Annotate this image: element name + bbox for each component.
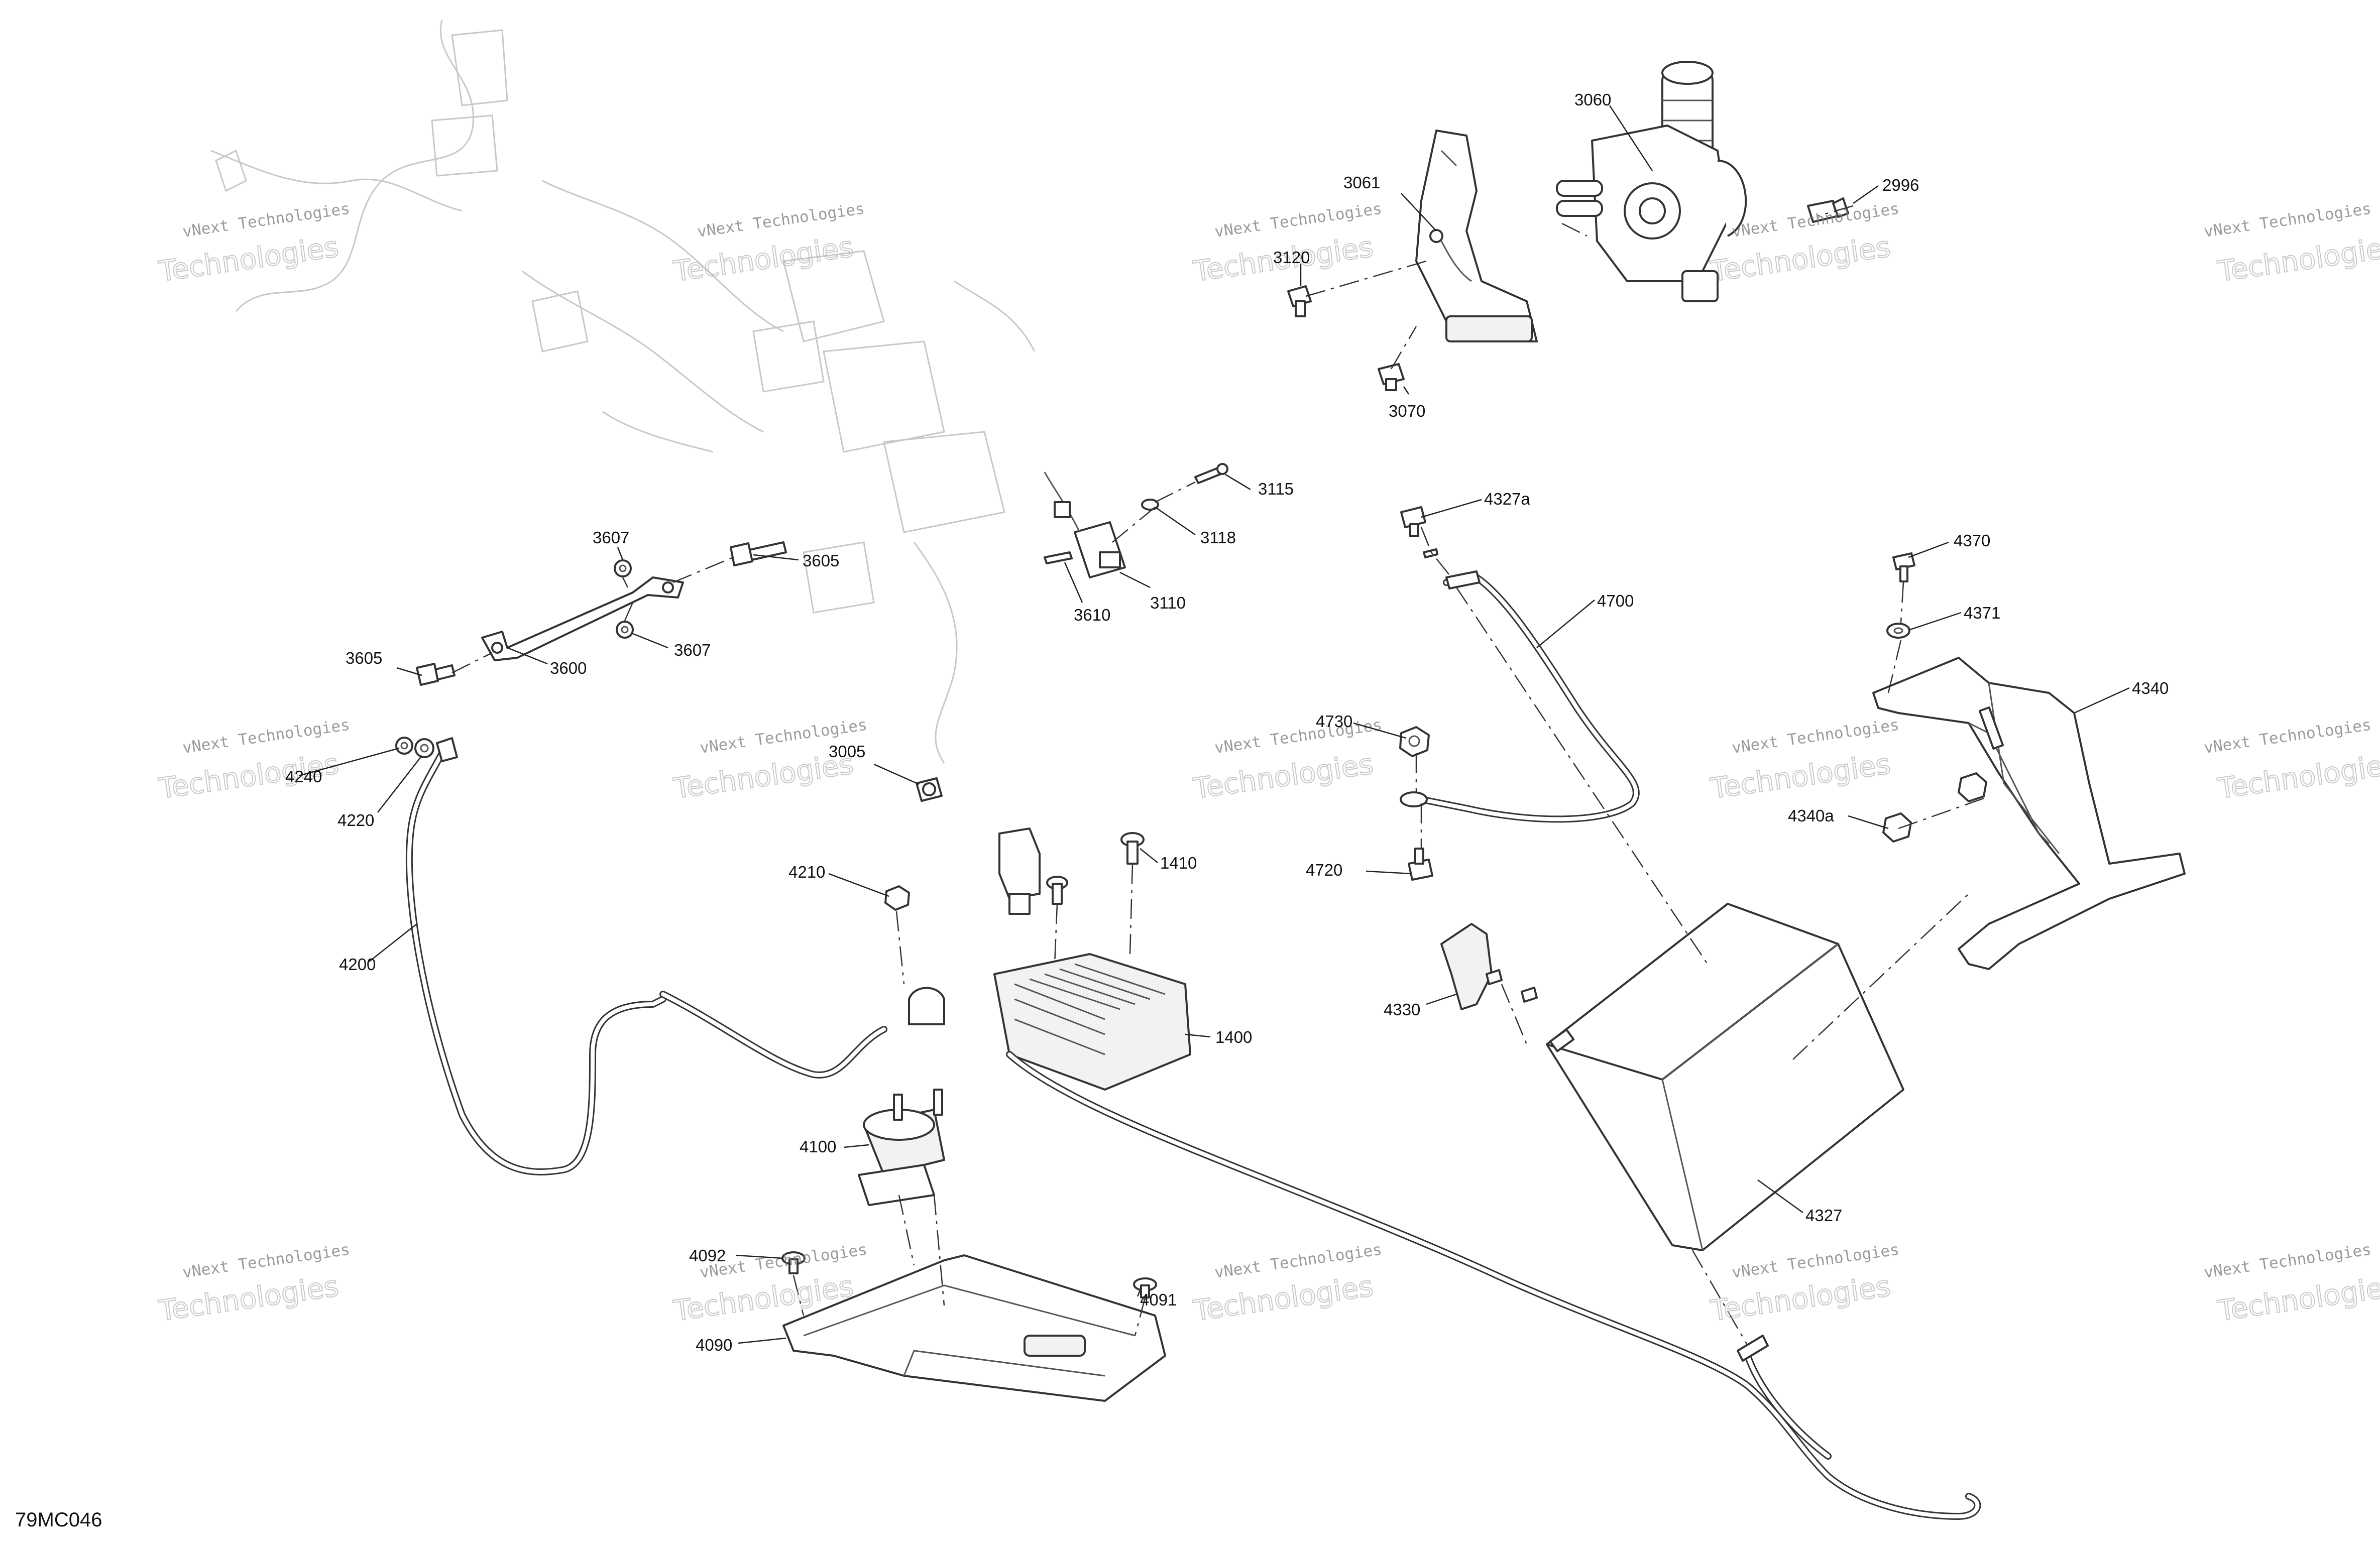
callout-3605: 3605 (803, 551, 839, 570)
nut-3607-lower (616, 621, 634, 639)
callout-4730: 4730 (1316, 712, 1352, 731)
terminal-screws (1486, 969, 1538, 1003)
washer-3118 (1141, 499, 1159, 511)
bracket-3061 (1415, 130, 1538, 342)
callout-3607: 3607 (674, 641, 711, 659)
callout-4092: 4092 (689, 1246, 726, 1265)
callout-3115: 3115 (1258, 480, 1294, 498)
bolt-3070 (1378, 363, 1405, 391)
regulator-1400 (908, 953, 1191, 1091)
solenoid-4100 (858, 1089, 945, 1206)
callout-3110: 3110 (1150, 594, 1186, 612)
watermark-text: vNext Technologies (2203, 716, 2372, 757)
ghost-background-assembly (210, 20, 1036, 764)
bolt-3005 (916, 777, 943, 802)
callout-3060: 3060 (1574, 90, 1611, 109)
strap-3600 (481, 576, 684, 661)
watermark-text: vNext Technologies (2203, 200, 2372, 241)
callout-3600: 3600 (550, 659, 587, 677)
screw-2996 (1807, 197, 1849, 223)
screw-3610 (1044, 551, 1073, 564)
bolt-4720 (1408, 848, 1433, 881)
watermark-text: Technologies (2216, 748, 2380, 805)
callout-3607: 3607 (593, 528, 629, 547)
actuator-motor-3060 (1556, 61, 1747, 302)
washer-4220 (414, 738, 434, 758)
callout-3610: 3610 (1074, 606, 1110, 624)
watermark-text: Technologies (2216, 1270, 2380, 1328)
callout-4091: 4091 (1140, 1290, 1177, 1309)
callout-4330: 4330 (1384, 1000, 1420, 1019)
nut-4240 (395, 737, 413, 755)
callout-4371: 4371 (1964, 604, 2000, 622)
callout-4220: 4220 (337, 811, 374, 829)
screw-4092 (781, 1251, 806, 1274)
callout-4090: 4090 (696, 1336, 732, 1354)
tray-4090 (782, 1254, 1166, 1402)
watermark-text: Technologies (671, 748, 855, 805)
screw-4327a (1400, 506, 1438, 558)
nut-4730 (1399, 726, 1430, 757)
bolt-3605-lower (416, 663, 456, 686)
callout-4327: 4327 (1805, 1206, 1842, 1225)
nut-4210 (884, 885, 910, 911)
watermark-text: vNext Technologies (2203, 1241, 2372, 1282)
callout-4240: 4240 (285, 767, 322, 786)
callout-4100: 4100 (800, 1137, 836, 1156)
callout-3605: 3605 (346, 649, 382, 667)
washer-4371 (1886, 623, 1910, 639)
bracket-4340 (1872, 657, 2186, 970)
callout-3070: 3070 (1389, 402, 1425, 420)
callout-4200: 4200 (339, 955, 376, 974)
callout-4327a: 4327a (1484, 490, 1530, 508)
diagram-code: 79MC046 (15, 1509, 102, 1531)
callout-1410: 1410 (1160, 854, 1197, 872)
cable-4200 (405, 737, 887, 1175)
harness-main (1006, 1051, 1981, 1520)
callout-3118: 3118 (1200, 528, 1236, 547)
callout-4700: 4700 (1597, 591, 1634, 610)
assembly-lines (451, 205, 1984, 1346)
callout-4370: 4370 (1954, 531, 1990, 550)
callout-1400: 1400 (1215, 1028, 1252, 1046)
callout-2996: 2996 (1882, 176, 1919, 194)
callout-4720: 4720 (1306, 861, 1342, 879)
cable-4700 (1400, 570, 1640, 823)
connector-plug (998, 827, 1041, 915)
callout-3005: 3005 (829, 742, 865, 761)
screw-4370 (1892, 552, 1915, 582)
callout-4340: 4340 (2132, 679, 2169, 697)
callout-4210: 4210 (788, 863, 825, 881)
screw-4091 (1133, 1277, 1157, 1298)
screw-3115 (1194, 463, 1228, 484)
bolt-3120 (1287, 285, 1312, 317)
callout-labels: 3060 3061 2996 3120 3070 3115 3118 3110 … (285, 90, 2169, 1354)
battery-4327 (1546, 903, 1904, 1251)
switch-3110 (1044, 471, 1126, 578)
terminal-cover-4330 (1440, 923, 1493, 1010)
callout-4340a: 4340a (1788, 806, 1834, 825)
nut-4340a-upper (1958, 772, 1987, 802)
callout-3061: 3061 (1343, 173, 1380, 192)
nut-3607-upper (614, 559, 632, 577)
watermark-text: Technologies (2216, 230, 2380, 288)
callout-3120: 3120 (1273, 248, 1310, 267)
bolt-1410-b (1120, 832, 1145, 865)
bolt-1410-a (1046, 876, 1068, 905)
bolt-3605-upper (730, 541, 787, 566)
callout-leaders (298, 105, 2130, 1344)
nut-4340a-lower (1882, 812, 1912, 843)
